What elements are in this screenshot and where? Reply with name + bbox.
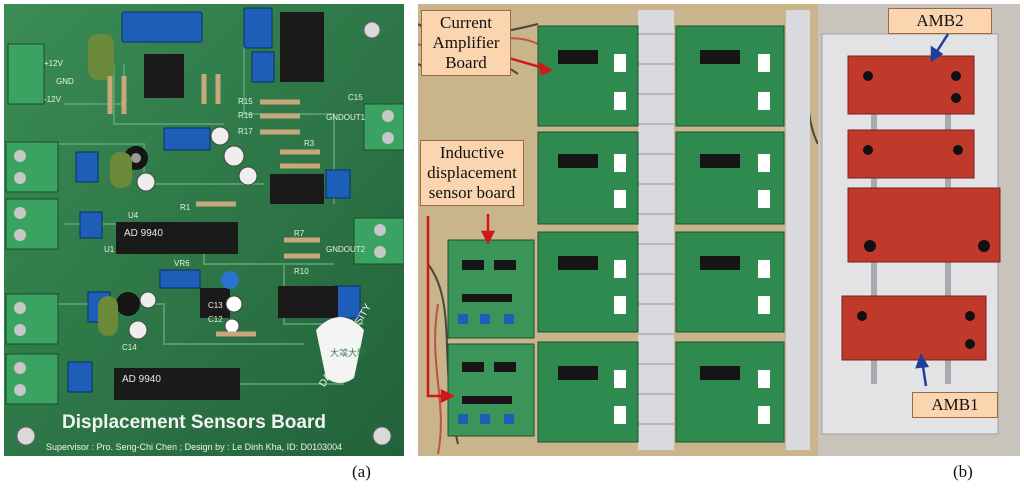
svg-text:VR6: VR6 [174,259,190,268]
svg-text:C13: C13 [208,301,223,310]
svg-text:大葉大學: 大葉大學 [330,347,366,358]
silkscreen-labels: +12V GND -12V GNDOUT1 GNDOUT2 C15 R15 R1… [44,59,366,352]
board-title: Displacement Sensors Board [62,412,326,433]
panel-a-photo: AD 9940 AD 9940 [4,4,405,456]
callout-amb2: AMB2 [888,8,992,34]
svg-text:R16: R16 [238,111,253,120]
svg-text:U4: U4 [128,211,139,220]
callout-amb1: AMB1 [912,392,998,418]
svg-text:GND: GND [56,77,74,86]
callout-inductive-sensor: Inductive displacement sensor board [420,140,524,206]
svg-text:AD 9940: AD 9940 [124,228,163,239]
trimmer-potentiometers [67,7,361,393]
callout-current-amplifier: Current Amplifier Board [421,10,511,76]
svg-text:C12: C12 [208,315,223,324]
ad9940-chip-1: AD 9940 [116,222,238,254]
svg-text:GNDOUT1: GNDOUT1 [326,113,366,122]
inductive-sensor-boards [447,239,535,437]
resistors [107,74,320,337]
svg-text:AD 9940: AD 9940 [122,374,161,385]
svg-text:+12V: +12V [44,59,64,68]
svg-text:R17: R17 [238,127,253,136]
svg-text:U1: U1 [104,245,115,254]
svg-text:R1: R1 [180,203,191,212]
svg-text:C14: C14 [122,343,137,352]
caption-a: (a) [352,462,371,481]
caption-b: (b) [953,462,973,481]
capacitors [88,34,258,340]
amb-red-blocks [841,55,1001,361]
board-credits: Supervisor : Pro. Seng-Chi Chen ; Design… [46,442,342,452]
svg-text:R10: R10 [294,267,309,276]
current-amplifier-boards [537,25,785,443]
terminal-blocks-right [353,103,405,265]
svg-text:R3: R3 [304,139,315,148]
svg-text:-12V: -12V [44,95,62,104]
svg-text:R7: R7 [294,229,305,238]
svg-text:GNDOUT2: GNDOUT2 [326,245,366,254]
terminal-blocks-left [5,43,59,405]
svg-text:R15: R15 [238,97,253,106]
ic-chips [144,12,338,318]
displacement-sensor-board-photo: AD 9940 AD 9940 [4,4,405,456]
svg-text:C15: C15 [348,93,363,102]
heatsinks [638,10,810,450]
ad9940-chip-2: AD 9940 [114,368,240,400]
